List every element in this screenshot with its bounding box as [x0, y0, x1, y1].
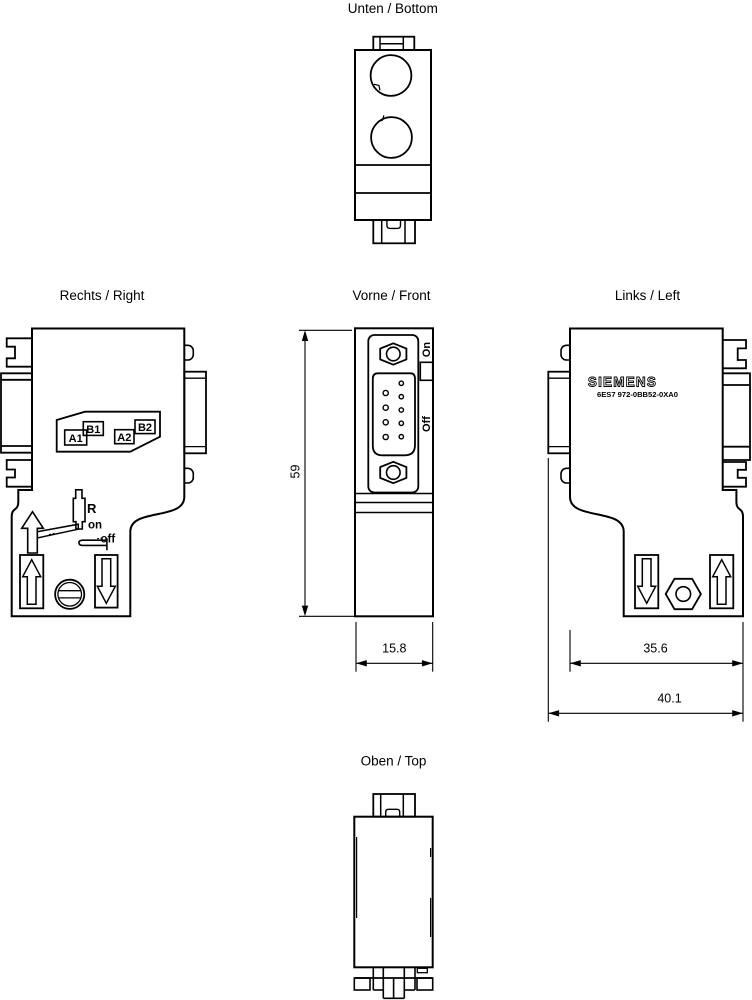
switch-plunger [72, 489, 86, 530]
din-clip-comb-bottom [722, 461, 747, 488]
dsub-pin-holes [382, 380, 405, 441]
dimension-depth-35-6: 35.6 [569, 622, 744, 722]
terminal-b2-label: B2 [138, 422, 152, 434]
left-body-outline [569, 327, 744, 618]
terminal-b1-label: B1 [86, 424, 100, 436]
terminal-b1: B1 [82, 420, 105, 437]
dimension-depth-40-1: 40.1 [547, 458, 743, 722]
switch-r-label: R [87, 501, 97, 516]
hex-nut [664, 577, 702, 611]
mounting-tab-top [372, 35, 416, 51]
terminal-a1: A1 [63, 429, 88, 446]
terminal-a1-label: A1 [69, 433, 83, 445]
termination-switch-front: On Off [419, 342, 434, 432]
locating-bump-top [184, 344, 195, 361]
termination-resistor-switch: R on off [20, 489, 116, 554]
dim-value-59: 59 [289, 465, 303, 479]
cable-clamp-left [634, 554, 660, 610]
keyway-mark-1 [373, 83, 381, 91]
cable-entry-hole-1 [369, 54, 413, 97]
switch-lever [36, 523, 80, 539]
rod-tick [96, 537, 104, 540]
locating-bump-bottom [560, 467, 570, 484]
off-lever-rod [78, 538, 108, 551]
terminal-a2: A2 [113, 428, 135, 445]
dsub-faceplate [367, 334, 420, 494]
cable-entry-hole-2 [370, 116, 413, 159]
cable-clamp-left [19, 554, 45, 610]
lever-tick [48, 532, 56, 535]
view-label-bottom: Unten / Bottom [348, 1, 438, 16]
front-body-outline [354, 327, 434, 618]
insert-up-arrow-icon [21, 558, 42, 606]
right-body-outline [10, 327, 186, 618]
mounting-tab-bottom [372, 219, 416, 245]
latch-notch [416, 967, 428, 974]
view-vorne-front: Vorne / Front On Off [289, 288, 434, 672]
locating-bump-bottom [184, 467, 195, 484]
din-clip-comb-bottom [5, 459, 32, 488]
latch-bump [385, 808, 401, 817]
keyway-mark-2 [377, 115, 385, 123]
remove-down-arrow-icon [96, 557, 117, 605]
top-body-outline [353, 815, 434, 969]
terminal-b2: B2 [134, 419, 156, 435]
terminal-panel [55, 410, 161, 453]
view-label-top: Oben / Top [361, 754, 427, 769]
view-links-left: Links / Left SIEMENS 6ES7 972-0BB52-0XA0 [547, 288, 751, 722]
mounting-tab-top [372, 793, 416, 818]
cable-clamp-right [709, 554, 735, 610]
switch-off-label: off [101, 534, 116, 546]
view-label-front: Vorne / Front [352, 288, 430, 303]
hex-screw-bottom [379, 460, 408, 485]
siemens-logo: SIEMENS [588, 375, 657, 390]
front-flange-left [547, 370, 571, 455]
din-clip-comb-top [722, 339, 747, 370]
rear-flange-bracket [722, 372, 751, 461]
switch-on-label: on [88, 520, 102, 532]
remove-down-arrow-icon [636, 557, 657, 605]
front-flange-right [183, 370, 207, 455]
latch-bump [386, 220, 402, 230]
dsub-shell [371, 372, 416, 457]
dimension-width-15-8: 15.8 [355, 622, 434, 672]
dim-value-15-8: 15.8 [382, 642, 406, 656]
rear-flange-bracket [0, 372, 32, 454]
lever-direction-arrow [20, 510, 45, 554]
view-unten-bottom: Unten / Bottom [348, 1, 438, 245]
dim-value-40-1: 40.1 [657, 692, 681, 706]
part-number: 6ES7 972-0BB52-0XA0 [597, 390, 678, 399]
view-label-left: Links / Left [615, 288, 681, 303]
view-oben-top: Oben / Top [353, 754, 434, 1000]
cable-clamp-right [94, 554, 119, 609]
bottom-body-outline [354, 49, 432, 221]
switch-slider [419, 361, 434, 382]
view-label-right: Rechts / Right [60, 288, 145, 303]
dim-value-35-6: 35.6 [643, 642, 667, 656]
mounting-foot-structure [353, 967, 434, 1000]
view-rechts-right: Rechts / Right A1 B1 A2 B2 [0, 288, 207, 618]
din-clip-comb-top [5, 337, 32, 368]
switch-off-label-front: Off [421, 416, 433, 432]
switch-on-label-front: On [421, 342, 433, 358]
insert-up-arrow-icon [711, 558, 732, 606]
hex-screw-top [379, 342, 408, 366]
locating-bump-top [560, 344, 570, 361]
dimension-height-59: 59 [289, 329, 354, 617]
fixing-screw [54, 578, 86, 610]
terminal-a2-label: A2 [117, 432, 131, 444]
